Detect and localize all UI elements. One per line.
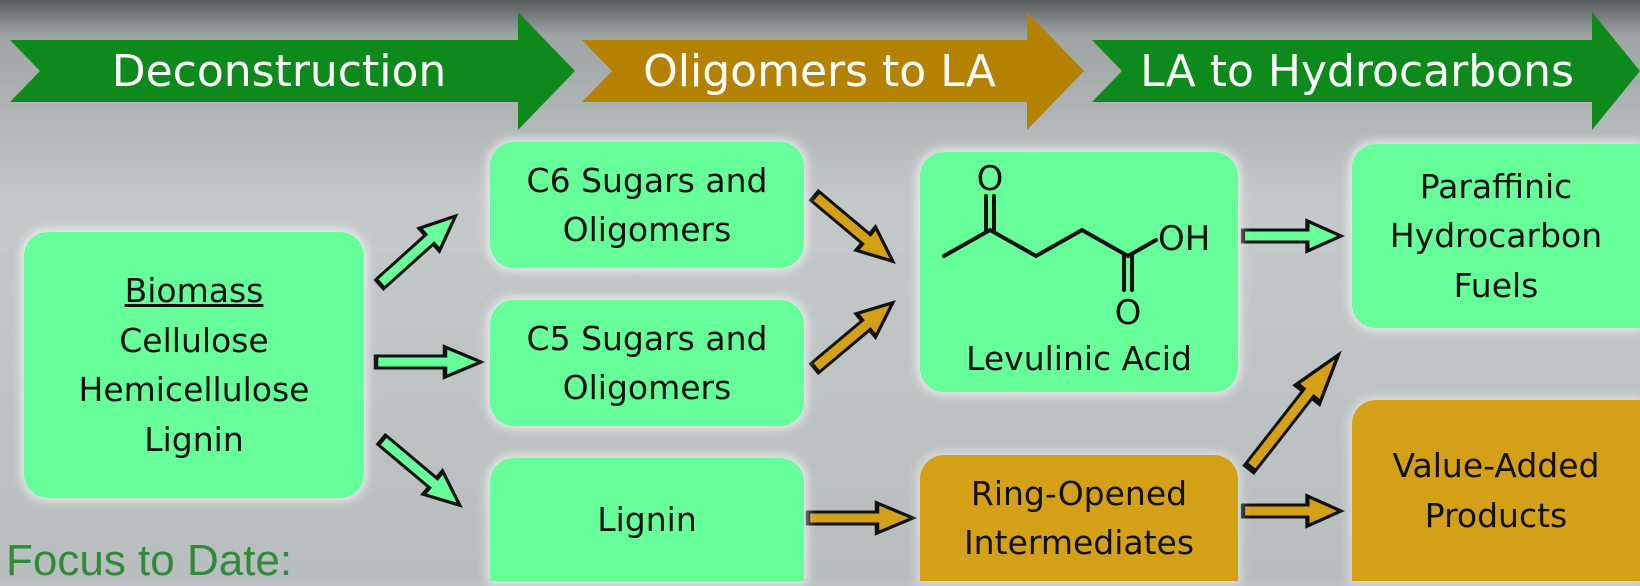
node-biomass: Biomass Cellulose Hemicellulose Lignin: [24, 232, 364, 498]
arrow-c6-to-levulinic: [808, 188, 896, 264]
arrow-lignin-to-ring: [805, 500, 918, 536]
node-value-line-1: Value-Added: [1392, 446, 1600, 485]
node-biomass-title: Biomass: [124, 271, 264, 310]
hydroxyl-bond: [1126, 238, 1158, 258]
node-c6-line-1: C6 Sugars and: [526, 160, 768, 200]
molecule-backbone: [942, 227, 1130, 259]
levulinic-acid-structure: O OH O: [942, 160, 1210, 330]
atom-o-top: O: [977, 160, 1004, 199]
stage-label-oligomers: Oligomers to LA: [643, 45, 996, 97]
node-value-line-2: Products: [1424, 495, 1568, 535]
node-c5-sugars: C5 Sugars and Oligomers: [490, 300, 804, 426]
node-levulinic-acid: [920, 152, 1238, 392]
stage-banner-deconstruction: [10, 12, 575, 130]
node-ring-opened: Ring-Opened Intermediates: [920, 455, 1238, 581]
node-paraffinic-line-2: Hydrocarbon: [1389, 216, 1603, 256]
node-levulinic-label: Levulinic Acid: [966, 338, 1192, 378]
node-c6-sugars: C6 Sugars and Oligomers: [490, 142, 804, 268]
arrow-biomass-to-c6: [373, 213, 459, 292]
node-lignin-line-1: Lignin: [597, 499, 697, 539]
stage-label-deconstruction: Deconstruction: [111, 45, 447, 97]
arrow-levulinic-to-paraffinic: [1240, 218, 1345, 254]
arrow-biomass-to-lignin: [375, 432, 463, 508]
node-c6-line-2: Oligomers: [562, 210, 732, 249]
arrow-c5-to-levulinic: [808, 300, 896, 376]
node-ring-line-2: Intermediates: [963, 523, 1195, 562]
footer-focus-text: Focus to Date:: [6, 536, 293, 585]
node-biomass-line-3: Lignin: [144, 419, 244, 459]
node-lignin: Lignin: [490, 458, 804, 581]
node-ring-line-1: Ring-Opened: [970, 473, 1188, 513]
node-c5-line-2: Oligomers: [562, 368, 732, 407]
stage-banner-oligomers: [582, 12, 1084, 130]
stage-banners: [10, 12, 1640, 130]
stage-banner-hydrocarbons: [1092, 12, 1640, 130]
node-paraffinic-line-3: Fuels: [1453, 265, 1539, 305]
stage-label-hydrocarbons: LA to Hydrocarbons: [1140, 45, 1574, 97]
node-paraffinic-line-1: Paraffinic: [1419, 166, 1573, 206]
arrow-biomass-to-c5: [373, 344, 486, 380]
atom-oh: OH: [1158, 219, 1210, 259]
node-biomass-line-1: Cellulose: [119, 320, 269, 360]
arrow-ring-to-paraffinic: [1242, 350, 1342, 476]
atom-o-bottom: O: [1115, 293, 1142, 330]
node-c5-line-1: C5 Sugars and: [526, 318, 768, 358]
node-value-added: Value-Added Products: [1352, 400, 1640, 581]
node-biomass-line-2: Hemicellulose: [78, 370, 310, 409]
arrow-ring-to-value: [1240, 493, 1345, 529]
node-paraffinic-fuels: Paraffinic Hydrocarbon Fuels: [1352, 144, 1640, 328]
